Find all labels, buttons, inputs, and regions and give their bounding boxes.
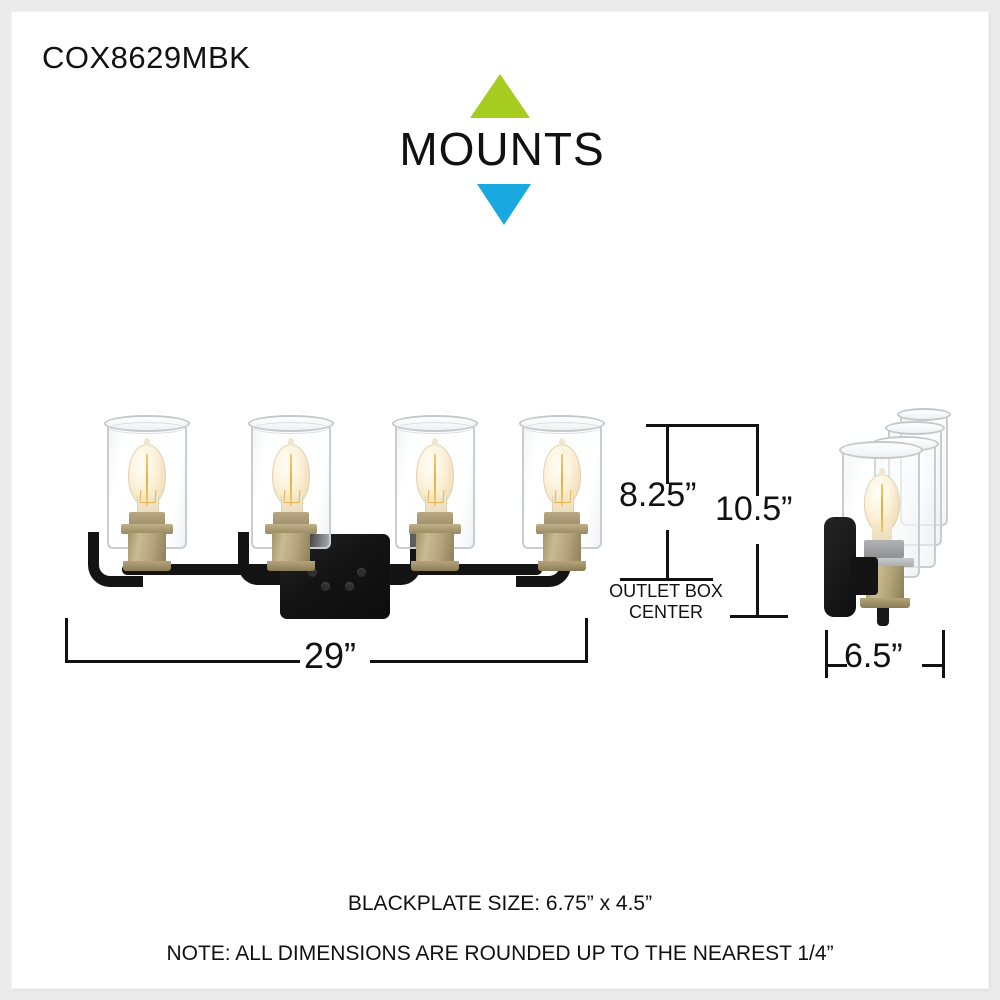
bulb-tip-side [879,468,885,476]
bulb-neck [552,496,574,516]
depth-line-left [825,664,847,667]
bulb-tip [288,438,294,446]
backplate-nut-left [321,582,330,591]
outlet-box-center-line2: CENTER [628,602,703,622]
socket-collar [417,512,453,526]
width-tick-left [65,618,68,662]
mounts-logo: MOUNTS [382,74,622,239]
bulb-tip [559,438,565,446]
height-overall-label: 10.5” [715,490,793,528]
depth-label: 6.5” [844,637,903,675]
socket-base [267,561,315,571]
backplate-screw-left [308,568,317,577]
height-overall-line-lower [756,544,759,616]
product-sku-title: COX8629MBK [42,40,251,75]
socket-base-side [860,598,910,608]
depth-dimension: 6.5” [792,612,1000,702]
width-line-left [65,660,300,663]
height-bottom-reference-line [730,615,788,618]
fixture-front-view [12,12,632,652]
shade-rim-inner [109,422,185,434]
light-head-2 [248,415,334,574]
socket-flange [121,524,173,534]
socket-body [128,533,166,563]
triangle-down-icon [477,184,531,225]
socket-flange [265,524,317,534]
socket-body [416,533,454,563]
fixture-arm-elbow-inner-left [238,532,287,585]
socket-base [411,561,459,571]
depth-tick-left [825,630,828,678]
width-tick-right [585,618,588,662]
height-outlet-line-lower [666,530,669,580]
width-label: 29” [304,635,357,676]
width-dimension: 29” [12,12,632,712]
shade-rim-inner [397,422,473,434]
socket-collar-side [864,540,904,558]
socket-collar [544,512,580,526]
bulb-filament-side [881,484,883,532]
specification-sheet: COX8629MBK MOUNTS [12,12,988,988]
outlet-box-center-line [620,578,713,581]
socket-flange [536,524,588,534]
shade-rim-front [839,441,923,459]
backplate-screw-right [357,568,366,577]
bulb-neck [425,496,447,516]
bulb-tip [432,438,438,446]
depth-tick-right [942,630,945,678]
bulb-filament [290,454,292,506]
bulb-filament [434,454,436,506]
bulb-neck [137,496,159,516]
socket-stem-side [877,608,889,626]
light-head-1 [104,415,190,574]
blackplate-size-note: BLACKPLATE SIZE: 6.75” x 4.5” [347,892,653,915]
height-top-reference-line [646,424,758,427]
socket-collar [273,512,309,526]
brand-name: MOUNTS [399,123,605,175]
socket-base [538,561,586,571]
outlet-box-center-label: OUTLET BOX CENTER [590,581,742,623]
socket-collar [129,512,165,526]
fixture-side-view [812,392,992,642]
height-dimensions: 8.25” OUTLET BOX CENTER 10.5” [12,12,812,662]
bulb-filament [146,454,148,506]
socket-flange [409,524,461,534]
shade-rim-rear-3 [897,408,951,421]
light-head-3 [392,415,478,574]
depth-line-right [922,664,945,667]
bulb-neck [281,496,303,516]
height-outlet-label: 8.25” [619,476,697,514]
shade-rim-rear-2 [885,421,945,435]
socket-base [123,561,171,571]
light-head-4 [519,415,605,574]
width-line-right [370,660,588,663]
fixture-arm-elbow-left [88,532,143,587]
outlet-box-center-line1: OUTLET BOX [609,581,723,601]
fixture-arm-elbow-inner-right [372,532,421,585]
backplate-nut-right [345,582,354,591]
height-overall-line-upper [756,424,759,496]
shade-rim-inner [524,422,600,434]
socket-body [272,533,310,563]
socket-flange-side [852,558,914,567]
socket-body [543,533,581,563]
bulb-neck-side [872,524,892,542]
height-outlet-line-upper [666,424,669,484]
shade-rim-inner [253,422,329,434]
backplate-neck-side [850,557,878,595]
bulb-filament [561,454,563,506]
rounding-note: NOTE: ALL DIMENSIONS ARE ROUNDED UP TO T… [166,942,834,965]
triangle-up-icon [470,74,530,118]
bulb-tip [144,438,150,446]
